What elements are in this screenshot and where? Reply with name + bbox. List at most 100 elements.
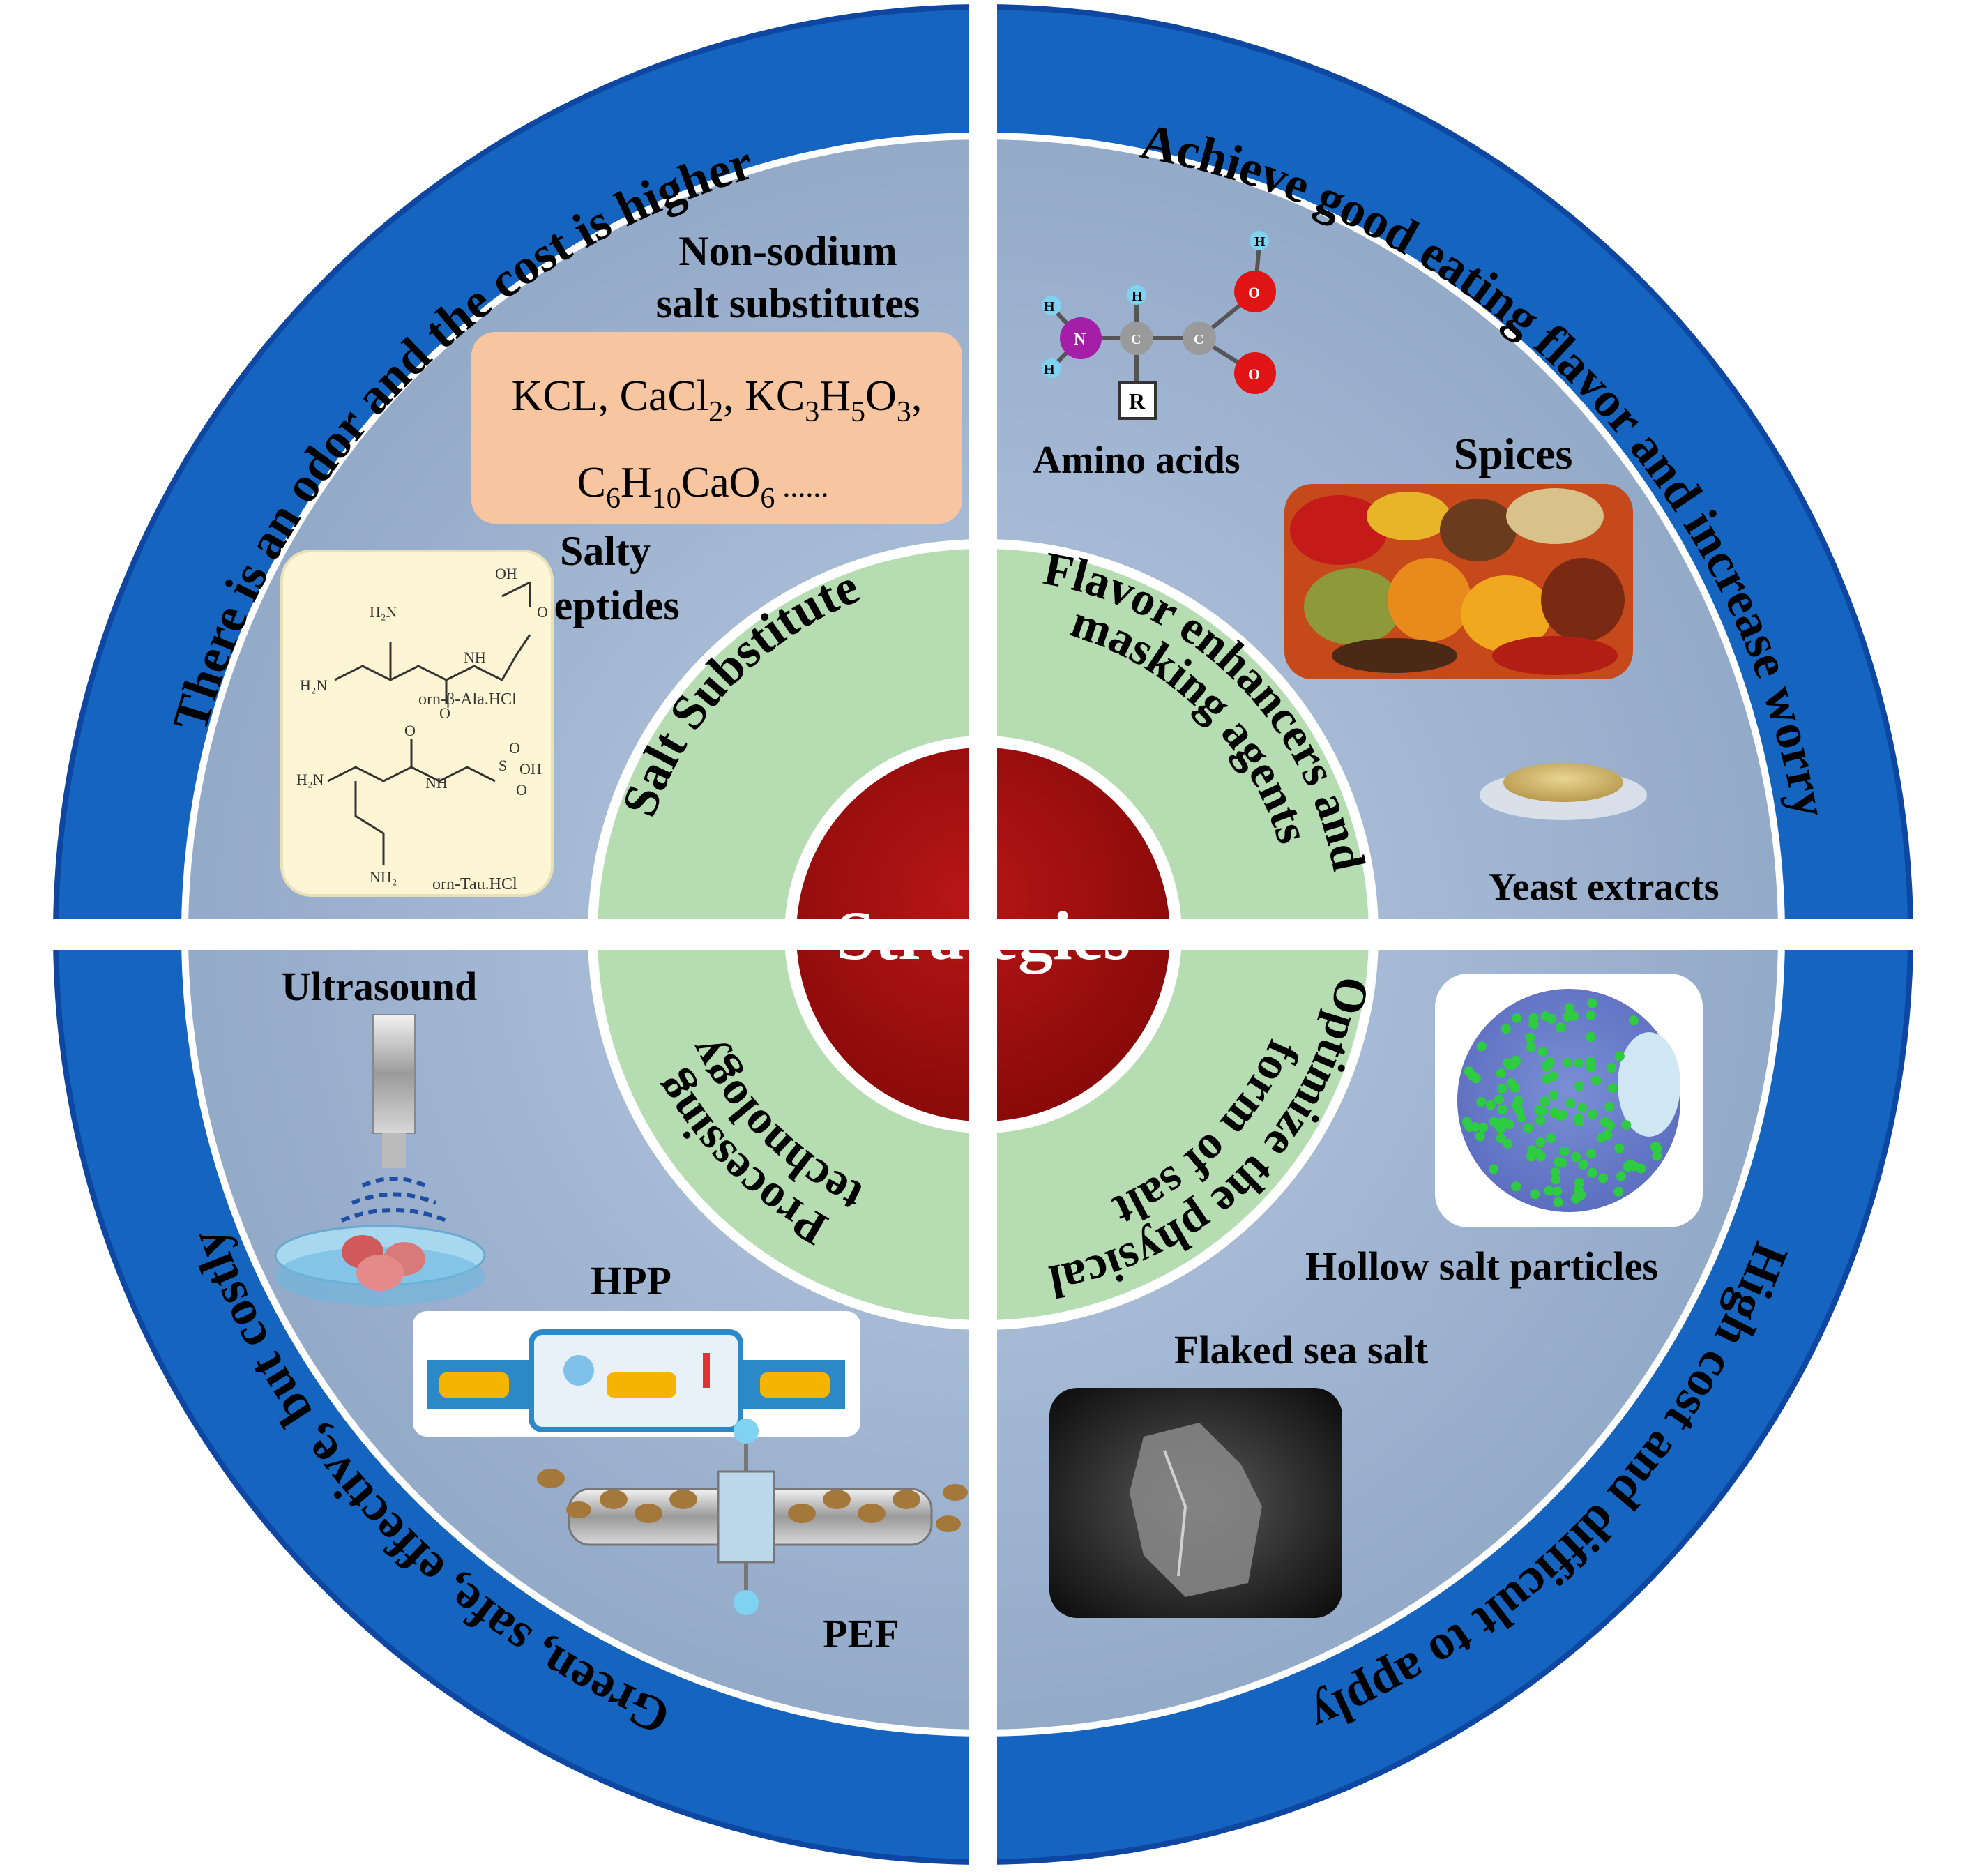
salt-dot [1563, 1012, 1572, 1022]
svg-text:O: O [1248, 284, 1260, 301]
salt-dot [1549, 1090, 1559, 1100]
salt-dot [1616, 1171, 1627, 1181]
salt-dot [1511, 1181, 1521, 1192]
svg-text:OH: OH [519, 760, 542, 778]
salt-dot [1591, 1075, 1602, 1086]
svg-text:N: N [1074, 331, 1086, 349]
salty-peptides-line2: peptides [531, 582, 679, 628]
salt-dot [1478, 1122, 1488, 1133]
salt-dot [1512, 1013, 1522, 1023]
flaked-sea-salt-label: Flaked sea salt [1174, 1327, 1429, 1372]
svg-text:O: O [509, 739, 520, 757]
salt-dot [1556, 1022, 1566, 1033]
salt-dot [1544, 1186, 1554, 1196]
peptide-label-orn-b-ala: orn-β-Ala.HCl [418, 690, 517, 709]
salt-dot [1526, 1042, 1536, 1052]
salt-dot [1559, 1146, 1570, 1156]
yeast-extracts-label: Yeast extracts [1488, 865, 1719, 909]
salt-dot [1476, 1041, 1487, 1052]
salt-dot [1621, 1120, 1632, 1130]
salt-dot [1586, 1031, 1596, 1042]
salt-dot [1503, 1138, 1513, 1149]
divider-horizontal [0, 919, 1967, 950]
salt-dot [1546, 1133, 1556, 1143]
salt-dot [1504, 1119, 1514, 1130]
salt-dot [1596, 1133, 1607, 1143]
salt-dot [1577, 1103, 1587, 1113]
salty-peptides-line1: Salty [560, 528, 651, 574]
salt-dot [1510, 1082, 1520, 1093]
salt-dot [1574, 1081, 1585, 1091]
salt-dot [1573, 1185, 1584, 1195]
peptide-label-orn-tau: orn-Tau.HCl [432, 875, 517, 893]
svg-text:NH: NH [425, 774, 448, 792]
salt-dot [1464, 1066, 1474, 1077]
salt-dot [1549, 1107, 1560, 1118]
salt-dot [1564, 1003, 1574, 1013]
salt-dot [1585, 1057, 1595, 1067]
salt-dot [1496, 1133, 1506, 1144]
salt-dot [1497, 1083, 1507, 1094]
salt-dot [1523, 1123, 1533, 1133]
salt-dot [1525, 1032, 1535, 1043]
amino-acid-molecule: H H H N C C H O O R [1042, 231, 1276, 420]
salt-dot [1496, 1068, 1506, 1079]
ultrasound-device-image [274, 1014, 486, 1306]
hpp-machine-image [413, 1311, 860, 1437]
svg-text:R: R [1129, 388, 1146, 414]
salt-dot [1623, 1160, 1634, 1171]
svg-text:O: O [439, 704, 450, 722]
salt-dot [1540, 1096, 1550, 1107]
salt-dot [1605, 1120, 1615, 1130]
salt-dot [1516, 1112, 1526, 1123]
svg-text:OH: OH [495, 565, 517, 582]
svg-text:NH: NH [464, 649, 486, 666]
salt-dot [1652, 1151, 1662, 1161]
non-sodium-title-line1: Non-sodium [678, 228, 897, 274]
svg-text:H: H [1132, 289, 1143, 304]
salt-dot [1604, 1102, 1615, 1112]
svg-text:H: H [1254, 234, 1266, 250]
svg-text:H₂N: H₂N [300, 676, 328, 694]
salt-dot [1476, 1096, 1487, 1107]
amino-acids-label: Amino acids [1033, 439, 1240, 482]
svg-text:C: C [1131, 332, 1141, 347]
salt-dot [1551, 1174, 1561, 1185]
salt-dot [1636, 1163, 1646, 1174]
salt-dot [1461, 1117, 1472, 1127]
salt-dot [1550, 1167, 1560, 1177]
salt-dot [1587, 1167, 1597, 1178]
svg-text:O: O [516, 781, 527, 799]
yeast-extracts-image [1480, 763, 1647, 820]
salt-dot [1497, 1105, 1507, 1115]
salt-dot [1485, 1100, 1496, 1110]
salt-dot [1588, 1109, 1597, 1119]
salt-dot [1565, 1098, 1576, 1108]
salt-dot [1628, 1015, 1639, 1026]
salt-dot [1587, 998, 1597, 1008]
salt-dot [1535, 1115, 1546, 1126]
svg-text:H: H [1044, 299, 1055, 315]
salt-dot [1494, 1094, 1505, 1105]
salt-dot [1547, 1013, 1557, 1024]
salt-dot [1607, 1083, 1618, 1094]
salt-dot [1528, 1013, 1539, 1023]
spices-label: Spices [1454, 429, 1573, 478]
svg-text:O: O [537, 603, 548, 621]
salt-dot [1530, 1189, 1540, 1200]
salt-dot [1574, 1058, 1584, 1068]
salt-dot [1537, 1046, 1548, 1057]
salt-dot [1553, 1197, 1563, 1207]
hollow-salt-label: Hollow salt particles [1305, 1243, 1658, 1289]
spices-image [1284, 484, 1633, 679]
svg-text:H: H [1044, 362, 1055, 377]
salt-dot [1571, 1152, 1581, 1162]
salt-dot [1574, 1113, 1584, 1124]
salt-dot [1526, 1151, 1536, 1162]
salt-dot [1614, 1143, 1625, 1153]
non-sodium-title-line2: salt substitutes [656, 280, 920, 326]
salt-dot [1586, 1149, 1597, 1159]
hpp-label: HPP [591, 1258, 671, 1303]
salt-dot [1542, 1074, 1552, 1084]
